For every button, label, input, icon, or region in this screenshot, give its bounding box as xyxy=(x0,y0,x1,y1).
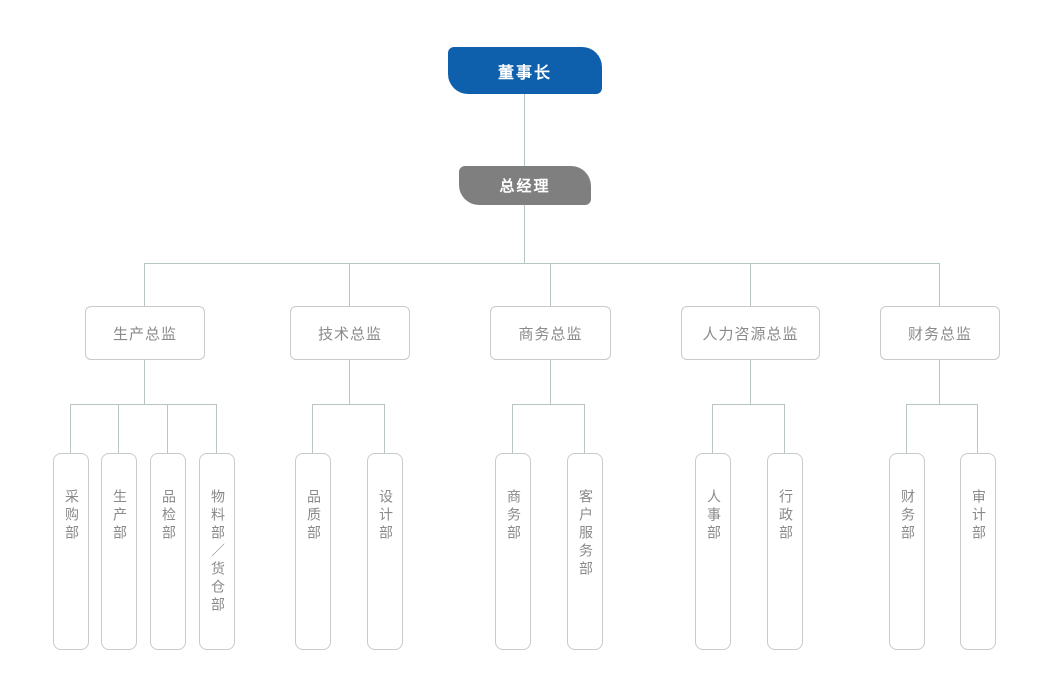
connector-line xyxy=(70,404,71,453)
director-node-production: 生产总监 xyxy=(85,306,205,360)
connector-line xyxy=(167,404,168,453)
connector-line xyxy=(70,404,217,405)
department-node: 客户服务部 xyxy=(567,453,603,650)
connector-line xyxy=(144,263,145,306)
department-label: 商务部 xyxy=(505,489,521,543)
director-node-finance: 财务总监 xyxy=(880,306,1000,360)
connector-line xyxy=(312,404,385,405)
connector-line xyxy=(939,263,940,306)
connector-line xyxy=(977,404,978,453)
general-manager-node: 总经理 xyxy=(459,166,591,205)
director-node-hr: 人力咨源总监 xyxy=(681,306,820,360)
connector-line xyxy=(550,263,551,306)
department-label: 审计部 xyxy=(970,489,986,543)
connector-line xyxy=(118,404,119,453)
connector-line xyxy=(349,360,350,404)
department-node: 生产部 xyxy=(101,453,137,650)
department-node: 设计部 xyxy=(367,453,403,650)
department-label: 设计部 xyxy=(377,489,393,543)
department-label: 财务部 xyxy=(899,489,915,543)
department-node: 人事部 xyxy=(695,453,731,650)
connector-line xyxy=(784,404,785,453)
department-node: 采购部 xyxy=(53,453,89,650)
connector-line xyxy=(906,404,978,405)
connector-line xyxy=(524,205,525,264)
connector-line xyxy=(939,360,940,404)
department-label: 生产部 xyxy=(111,489,127,543)
department-label: 品检部 xyxy=(160,489,176,543)
department-node: 商务部 xyxy=(495,453,531,650)
connector-line xyxy=(712,404,713,453)
connector-line xyxy=(750,360,751,404)
connector-line xyxy=(512,404,585,405)
connector-line xyxy=(712,404,785,405)
connector-line xyxy=(512,404,513,453)
department-label: 客户服务部 xyxy=(577,489,593,579)
department-node: 物料部／货仓部 xyxy=(199,453,235,650)
director-node-business: 商务总监 xyxy=(490,306,611,360)
connector-line xyxy=(144,360,145,404)
department-node: 行政部 xyxy=(767,453,803,650)
connector-line xyxy=(384,404,385,453)
department-node: 审计部 xyxy=(960,453,996,650)
connector-line xyxy=(750,263,751,306)
connector-line xyxy=(524,94,525,166)
department-label: 采购部 xyxy=(63,489,79,543)
connector-line xyxy=(312,404,313,453)
connector-line xyxy=(584,404,585,453)
department-node: 品质部 xyxy=(295,453,331,650)
chairman-node: 董事长 xyxy=(448,47,602,94)
department-label: 品质部 xyxy=(305,489,321,543)
connector-line xyxy=(906,404,907,453)
department-label: 人事部 xyxy=(705,489,721,543)
director-node-technology: 技术总监 xyxy=(290,306,410,360)
department-node: 财务部 xyxy=(889,453,925,650)
department-label: 行政部 xyxy=(777,489,793,543)
department-label: 物料部／货仓部 xyxy=(209,489,225,615)
department-node: 品检部 xyxy=(150,453,186,650)
connector-line xyxy=(216,404,217,453)
connector-line xyxy=(550,360,551,404)
connector-line xyxy=(144,263,940,264)
connector-line xyxy=(349,263,350,306)
